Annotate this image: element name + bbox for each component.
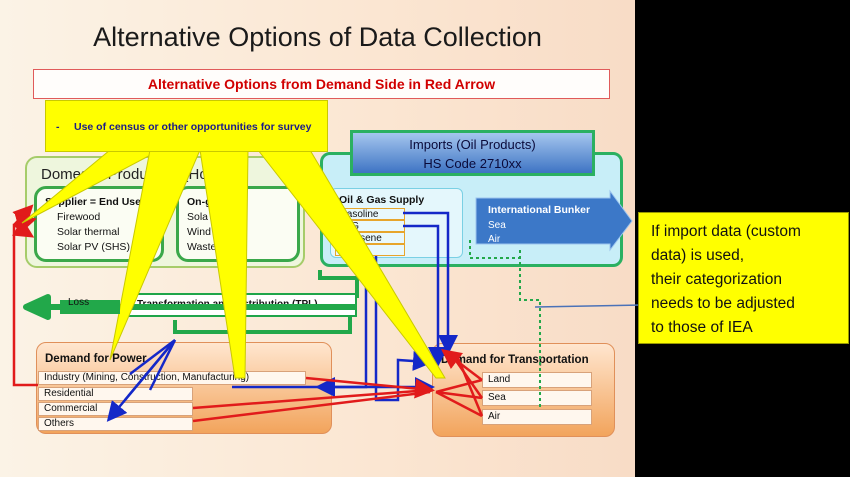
supplier-item: Solar thermal bbox=[57, 226, 120, 238]
callout-line: to those of IEA bbox=[651, 319, 753, 336]
international-bunker-arrow bbox=[475, 189, 633, 252]
oil-gas-title: Oil & Gas Supply bbox=[339, 194, 425, 206]
imports-header: Imports (Oil Products) HS Code 2710xx bbox=[350, 130, 595, 176]
slide-title: Alternative Options of Data Collection bbox=[93, 22, 542, 52]
survey-note-box: - Use of census or other opportunities f… bbox=[45, 100, 328, 152]
on-grid-item: Wind bbox=[187, 226, 211, 238]
yellow-callout-rays bbox=[21, 149, 446, 379]
callout-line: needs to be adjusted bbox=[651, 295, 795, 312]
survey-note-text: Use of census or other opportunities for… bbox=[74, 121, 312, 133]
imports-header-line2: HS Code 2710xx bbox=[423, 156, 522, 171]
callout-line: If import data (custom bbox=[651, 223, 801, 240]
red-arrow-banner: Alternative Options from Demand Side in … bbox=[33, 69, 610, 99]
bunker-item-air: Air bbox=[488, 234, 501, 245]
imports-header-line1: Imports (Oil Products) bbox=[409, 137, 536, 152]
supplier-box-title: Supplier = End User bbox=[45, 196, 146, 208]
callout-line: data) is used, bbox=[651, 247, 745, 264]
slide: Alternative Options of Data Collection A… bbox=[0, 0, 635, 477]
on-grid-item: Sola bbox=[187, 211, 209, 223]
transport-row-air: Air bbox=[482, 409, 592, 425]
supplier-item: Solar PV (SHS) bbox=[57, 241, 130, 253]
callout-line: their categorization bbox=[651, 271, 782, 288]
bunker-item-sea: Sea bbox=[488, 220, 506, 231]
supplier-item: Firewood bbox=[57, 211, 101, 223]
demand-transport-title: Demand for Transportation bbox=[441, 354, 589, 366]
transport-row-sea: Sea bbox=[482, 390, 592, 406]
demand-power-title: Demand for Power bbox=[45, 353, 147, 365]
import-data-callout: If import data (custom data) is used, th… bbox=[638, 212, 849, 344]
on-grid-item: Waste bbox=[187, 241, 217, 253]
transport-row-land: Land bbox=[482, 372, 592, 388]
loss-label: Loss bbox=[68, 297, 90, 308]
bunker-title: International Bunker bbox=[488, 204, 591, 216]
flow-overlay bbox=[11, 149, 633, 423]
survey-note-bullet: - bbox=[56, 121, 60, 133]
